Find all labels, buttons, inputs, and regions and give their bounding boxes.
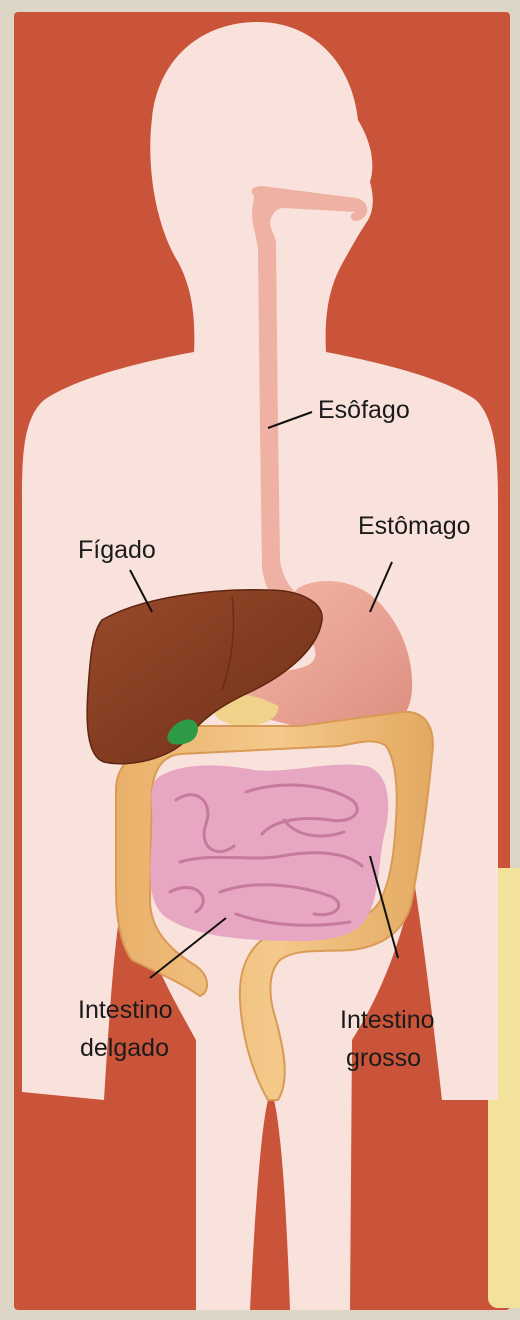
label-large-intestine-line1: Intestino	[340, 1006, 435, 1034]
label-small-intestine-line1: Intestino	[78, 996, 173, 1024]
label-large-intestine-line2: grosso	[346, 1044, 421, 1072]
label-small-intestine-line2: delgado	[80, 1034, 169, 1062]
label-liver: Fígado	[78, 536, 156, 564]
label-esophagus: Esôfago	[318, 396, 410, 424]
label-stomach: Estômago	[358, 512, 471, 540]
small-intestine	[150, 764, 388, 941]
